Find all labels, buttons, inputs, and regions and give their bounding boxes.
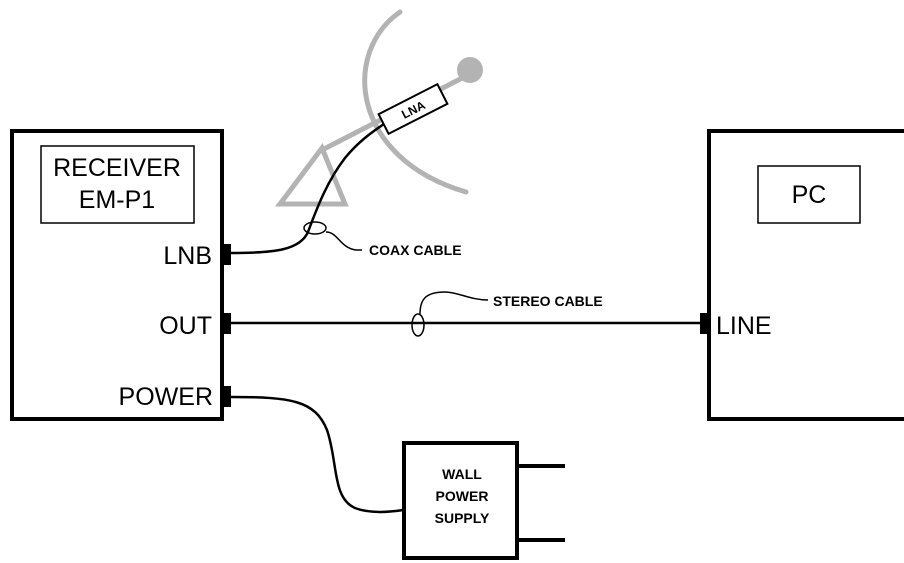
dish-mount-tripod xyxy=(275,142,349,207)
dish-reflector xyxy=(362,9,469,195)
port-label-line: LINE xyxy=(716,312,772,340)
receiver-title-box xyxy=(40,145,195,224)
power-supply-label-line3: SUPPLY xyxy=(435,510,490,526)
line-connector xyxy=(700,313,709,334)
dish-feed-horn xyxy=(457,57,483,83)
pc-title-box xyxy=(757,165,861,224)
receiver-title-line1: RECEIVER xyxy=(53,154,181,182)
receiver-title-line2: EM-P1 xyxy=(79,186,155,214)
power-connector xyxy=(222,386,231,407)
power-supply-box xyxy=(402,441,519,560)
coax-cable-label: COAX CABLE xyxy=(369,242,462,258)
pc-box xyxy=(707,129,904,421)
coax-cable-wire xyxy=(230,122,385,255)
power-cable-wire xyxy=(230,395,404,514)
stereo-label-leader xyxy=(419,291,489,315)
power-supply-label-line1: WALL xyxy=(442,466,482,482)
power-supply-label-line2: POWER xyxy=(436,488,489,504)
wall-power-supply: WALL POWER SUPPLY xyxy=(402,441,565,560)
out-connector xyxy=(222,313,231,334)
port-label-lnb: LNB xyxy=(163,242,212,270)
pc-unit: PC LINE xyxy=(700,129,904,421)
receiver-box xyxy=(10,129,224,421)
port-label-power: POWER xyxy=(119,383,213,411)
lnb-connector xyxy=(222,244,231,265)
stereo-cable-marker xyxy=(411,313,425,337)
coax-cable: COAX CABLE xyxy=(230,122,462,258)
coax-cable-marker xyxy=(303,221,327,235)
coax-label-leader xyxy=(325,231,362,251)
port-label-out: OUT xyxy=(159,312,212,340)
stereo-cable-label: STEREO CABLE xyxy=(493,293,603,309)
satellite-dish xyxy=(275,9,483,207)
stereo-cable: STEREO CABLE xyxy=(231,291,700,337)
lna-block: LNA xyxy=(377,82,449,136)
pc-title: PC xyxy=(792,181,827,209)
receiver-unit: RECEIVER EM-P1 LNB OUT POWER xyxy=(10,129,231,421)
